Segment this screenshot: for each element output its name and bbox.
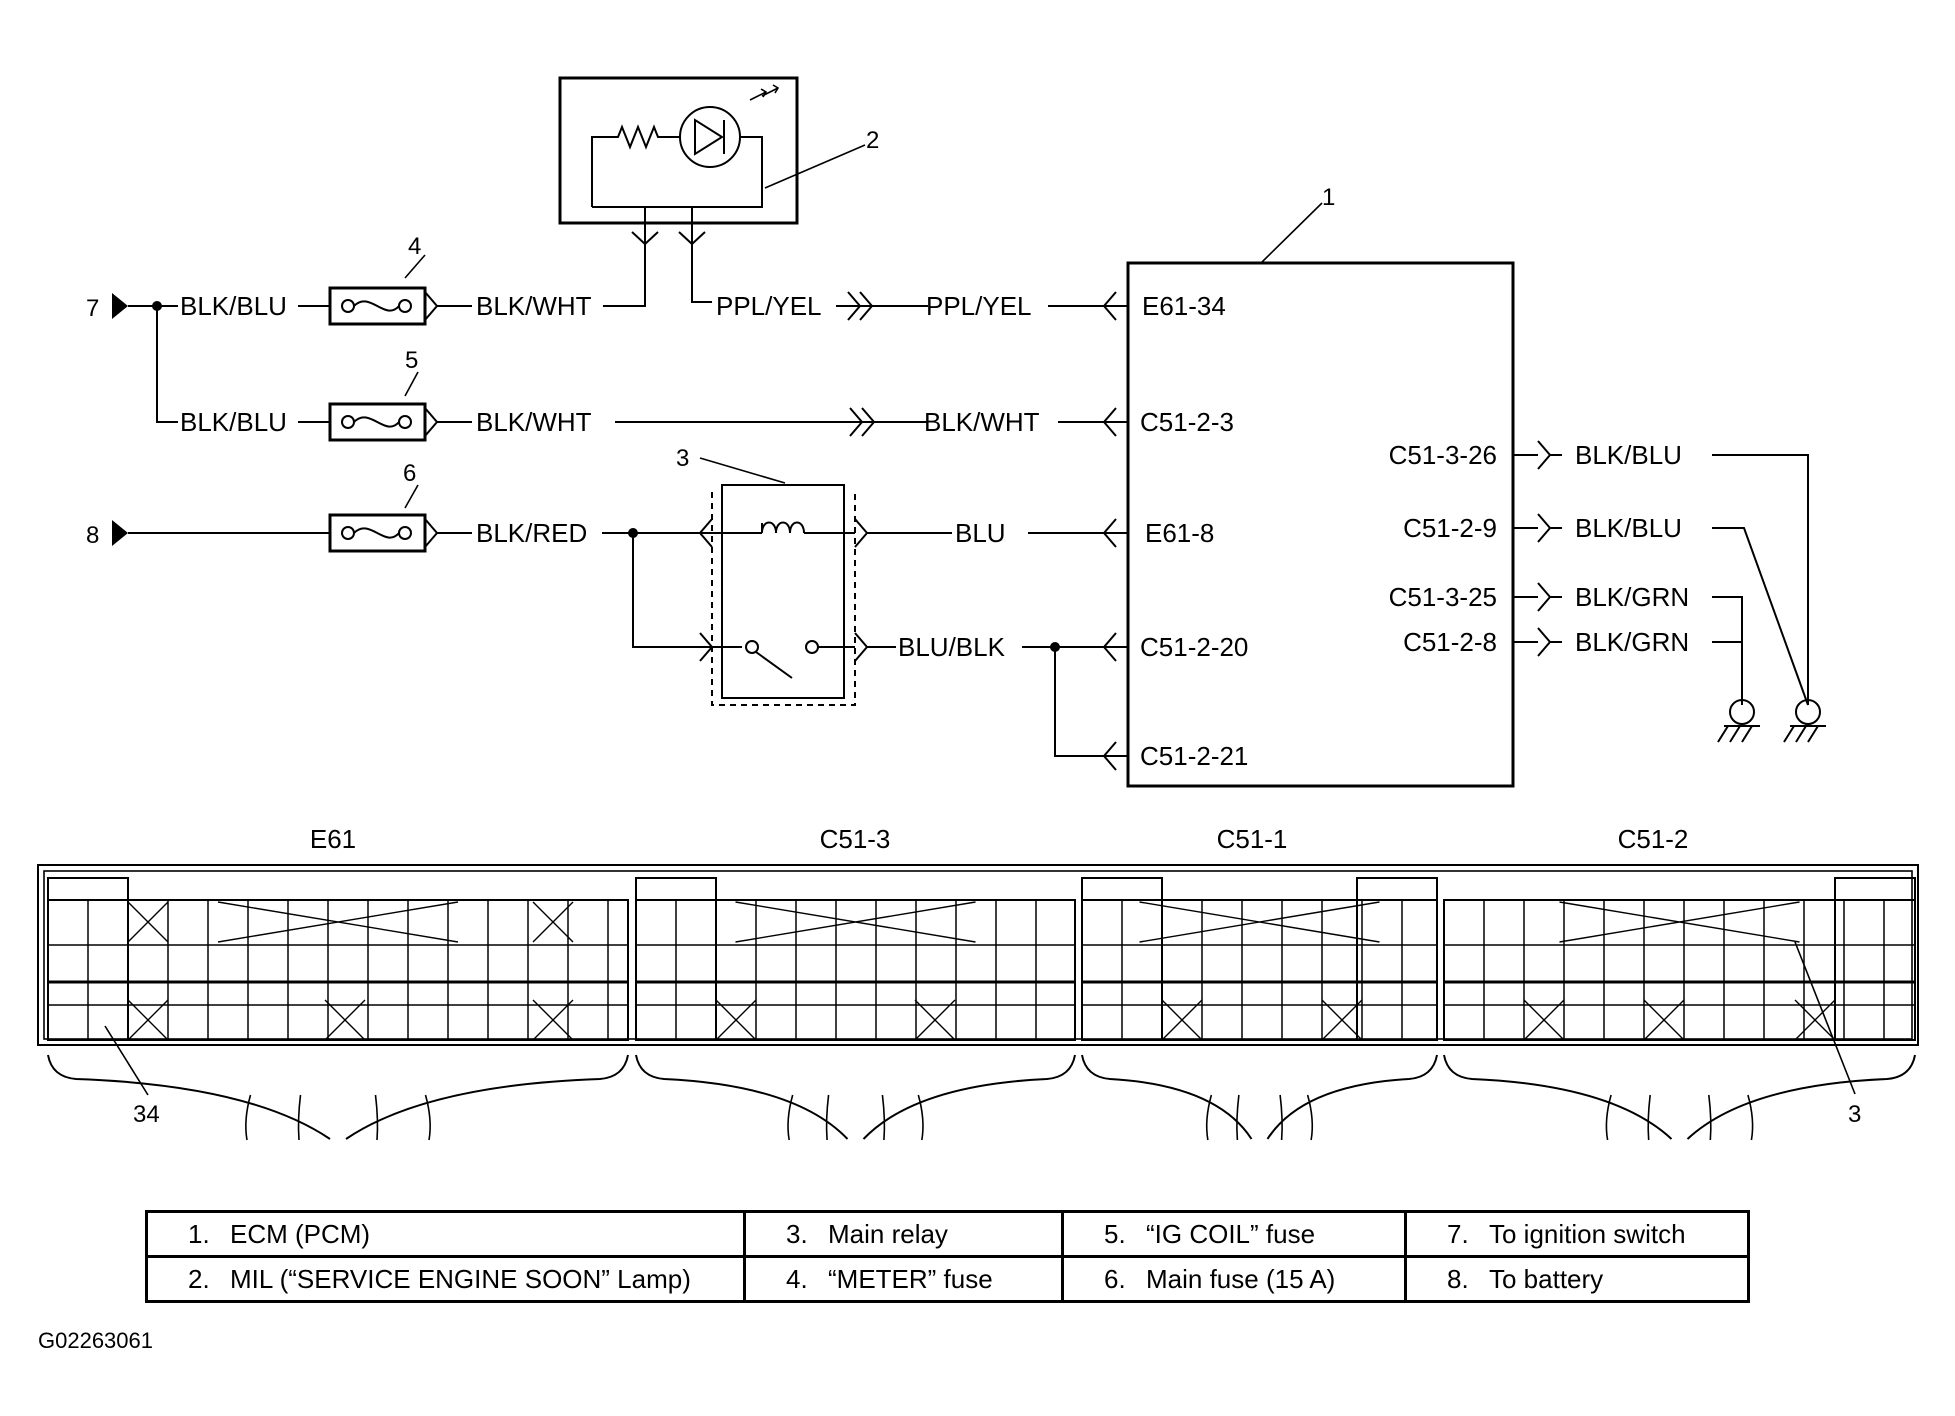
terminal-c51-2-3: C51-2-3 [1140,407,1234,437]
connector-c51-1-brace [1081,1054,1438,1140]
connector-c51-2-brace [1443,1054,1916,1140]
wire-label-blk-wht-2: BLK/WHT [476,407,592,437]
callout-8: 8 [86,522,99,549]
main-relay [602,457,952,706]
fuse-4 [328,254,472,326]
brace-fan-line [374,1094,379,1141]
wire-labels: BLK/BLU BLK/BLU BLK/WHT BLK/WHT BLK/RED … [180,291,1689,662]
legend-item-4: 4.“METER” fuse [743,1255,1064,1303]
terminal-e61-8: E61-8 [1145,518,1214,548]
meter-wires [603,291,1128,437]
ground-symbol-1 [1717,699,1760,743]
brace-fan-line [297,1094,302,1141]
wire-label-gnd-2: BLK/BLU [1575,513,1682,543]
wire-label-blu: BLU [955,518,1006,548]
wire-label-blk-red: BLK/RED [476,518,587,548]
callout-1: 1 [1322,184,1335,211]
relay-to-ecm-wires [1022,518,1128,771]
wire-label-gnd-4: BLK/GRN [1575,627,1689,657]
terminal-c51-3-25: C51-3-25 [1389,582,1497,612]
legend-item-3: 3.Main relay [743,1210,1064,1258]
callout-3: 3 [676,445,689,472]
terminal-c51-2-21: C51-2-21 [1140,741,1248,771]
input-7-circuit [112,293,330,423]
figure-id: G02263061 [38,1328,153,1353]
wire-label-blk-blu-2: BLK/BLU [180,407,287,437]
wire-label-blk-wht-1: BLK/WHT [476,291,592,321]
terminal-e61-34: E61-34 [1142,291,1226,321]
wire-label-gnd-1: BLK/BLU [1575,440,1682,470]
wire-label-blu-blk: BLU/BLK [898,632,1006,662]
brace-fan-line [881,1094,886,1141]
callout-2: 2 [866,127,879,154]
wire-label-gnd-3: BLK/GRN [1575,582,1689,612]
brace-fan-line [787,1094,794,1141]
wire-label-ppl-yel-2: PPL/YEL [926,291,1032,321]
legend-table: 1.ECM (PCM) 3.Main relay 5.“IG COIL” fus… [145,1210,1750,1303]
mil-lamp [558,76,866,307]
fuse-5 [328,371,472,442]
connector-label-c51-3: C51-3 [820,824,891,854]
brace-fan-line [424,1094,431,1141]
terminal-c51-2-8: C51-2-8 [1403,627,1497,657]
connector-e61-brace [47,1054,629,1140]
connector-c51-2 [1443,877,1916,1041]
input-8-circuit [112,520,330,546]
brace-fan-line [825,1094,830,1141]
callout-6: 6 [403,460,416,487]
connector-view [37,864,1919,1046]
legend-item-1: 1.ECM (PCM) [145,1210,746,1258]
callout-5: 5 [405,347,418,374]
legend-item-8: 8.To battery [1404,1255,1750,1303]
callout-4: 4 [408,233,421,260]
terminal-labels: E61-34 C51-2-3 E61-8 C51-2-20 C51-2-21 C… [1140,291,1497,771]
wire-label-ppl-yel-1: PPL/YEL [716,291,822,321]
connector-label-c51-2: C51-2 [1618,824,1689,854]
callout-34: 34 [133,1101,160,1128]
callout-numbers: 1 2 3 4 5 6 7 8 34 3 [86,127,1861,1128]
legend-row: 1.ECM (PCM) 3.Main relay 5.“IG COIL” fus… [145,1210,1750,1258]
connector-braces [47,1054,1916,1141]
brace-fan-line [1306,1094,1314,1141]
ecm-box [1126,202,1515,788]
legend-item-6: 6.Main fuse (15 A) [1061,1255,1407,1303]
brace-fan-line [917,1094,924,1141]
connector-c51-3 [635,877,1076,1041]
ground-wires [1513,440,1809,706]
brace-fan-line [1747,1094,1754,1141]
callout-3-connector: 3 [1848,1101,1861,1128]
brace-fan-line [1205,1094,1213,1141]
legend-item-5: 5.“IG COIL” fuse [1061,1210,1407,1258]
connector-e61 [47,877,629,1041]
callout-7: 7 [86,295,99,322]
connector-labels: E61 C51-3 C51-1 C51-2 [310,824,1689,854]
brace-fan-line [1647,1094,1651,1141]
brace-fan-line [1236,1094,1240,1141]
brace-fan-line [1605,1094,1612,1141]
terminal-c51-3-26: C51-3-26 [1389,440,1497,470]
brace-fan-line [1708,1094,1712,1141]
legend-item-2: 2.MIL (“SERVICE ENGINE SOON” Lamp) [145,1255,746,1303]
brace-fan-line [1279,1094,1283,1141]
connector-label-e61: E61 [310,824,356,854]
legend-item-7: 7.To ignition switch [1404,1210,1750,1258]
wire-label-blk-wht-3: BLK/WHT [924,407,1040,437]
terminal-c51-2-9: C51-2-9 [1403,513,1497,543]
ground-symbol-2 [1783,699,1826,743]
terminal-c51-2-20: C51-2-20 [1140,632,1248,662]
connector-label-c51-1: C51-1 [1217,824,1288,854]
connector-c51-1 [1081,877,1438,1041]
brace-fan-line [245,1094,252,1141]
wire-label-blk-blu-1: BLK/BLU [180,291,287,321]
connector-c51-3-brace [635,1054,1076,1140]
fuse-6 [328,484,472,553]
legend-row: 2.MIL (“SERVICE ENGINE SOON” Lamp) 4.“ME… [145,1255,1750,1303]
